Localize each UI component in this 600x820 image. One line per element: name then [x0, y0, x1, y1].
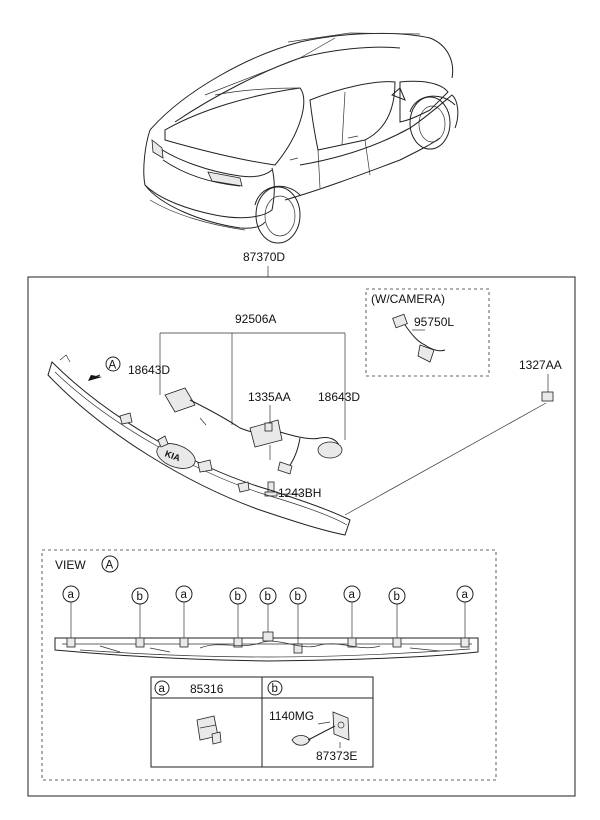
svg-text:a: a: [462, 589, 469, 601]
camera-box: (W/CAMERA) 95750L: [365, 288, 490, 377]
bolt-part-label: 1243BH: [278, 486, 321, 500]
trunk-garnish: KIA: [47, 354, 351, 536]
view-a-marker: A: [88, 356, 121, 381]
legend-table: a 85316 b 1140MG 87373E: [150, 676, 374, 768]
view-label-letter: A: [106, 560, 114, 572]
clip-a-part: [196, 715, 222, 745]
clip-left-label: 18643D: [128, 363, 170, 377]
assembly-frame: [27, 276, 576, 797]
svg-text:a: a: [349, 589, 356, 601]
callout-a: a: [343, 585, 361, 640]
legend-a-circle: [154, 680, 170, 696]
callout-b: b: [229, 587, 247, 640]
callout-b: b: [289, 587, 307, 646]
view-label: VIEW: [55, 558, 86, 572]
harness-bracket: [159, 332, 346, 440]
legend-b-letter: b: [272, 683, 278, 695]
wiring-harness: [164, 387, 343, 475]
callout-row: a b a b b b a: [62, 585, 474, 646]
legend-a-part: 85316: [190, 682, 224, 696]
nut-part: [541, 391, 554, 402]
svg-text:a: a: [181, 589, 188, 601]
nut-part-label: 1327AA: [519, 358, 562, 372]
harness-part-label: 92506A: [235, 312, 276, 326]
nut-guide-line: [344, 402, 547, 516]
camera-part: [392, 313, 446, 363]
callout-b: b: [388, 587, 406, 640]
svg-text:b: b: [137, 591, 143, 603]
legend-b-part-top: 1140MG: [269, 709, 314, 723]
callout-a: a: [175, 585, 193, 640]
svg-text:a: a: [68, 589, 75, 601]
camera-box-title: (W/CAMERA): [371, 292, 445, 306]
camera-part-label: 95750L: [414, 315, 454, 329]
svg-text:b: b: [265, 591, 271, 603]
svg-text:b: b: [295, 591, 301, 603]
callout-b: b: [259, 587, 277, 632]
garnish-back-view: [54, 631, 479, 662]
legend-b-part-bottom: 87373E: [316, 749, 357, 763]
legend-b-circle: [267, 680, 283, 696]
fastener-b-part: [291, 711, 350, 748]
grommet-label: 1335AA: [248, 390, 291, 404]
svg-text:b: b: [394, 591, 400, 603]
callout-a: a: [456, 585, 474, 640]
callout-a: a: [62, 585, 80, 640]
callout-b: b: [131, 587, 149, 640]
svg-text:b: b: [235, 591, 241, 603]
clip-right-label: 18643D: [318, 390, 360, 404]
view-a-panel: [41, 549, 497, 781]
svg-text:A: A: [109, 360, 117, 372]
car-illustration: [143, 32, 459, 244]
legend-a-letter: a: [159, 683, 166, 695]
view-label-circle: [101, 555, 119, 573]
assembly-part-label: 87370D: [243, 250, 285, 264]
